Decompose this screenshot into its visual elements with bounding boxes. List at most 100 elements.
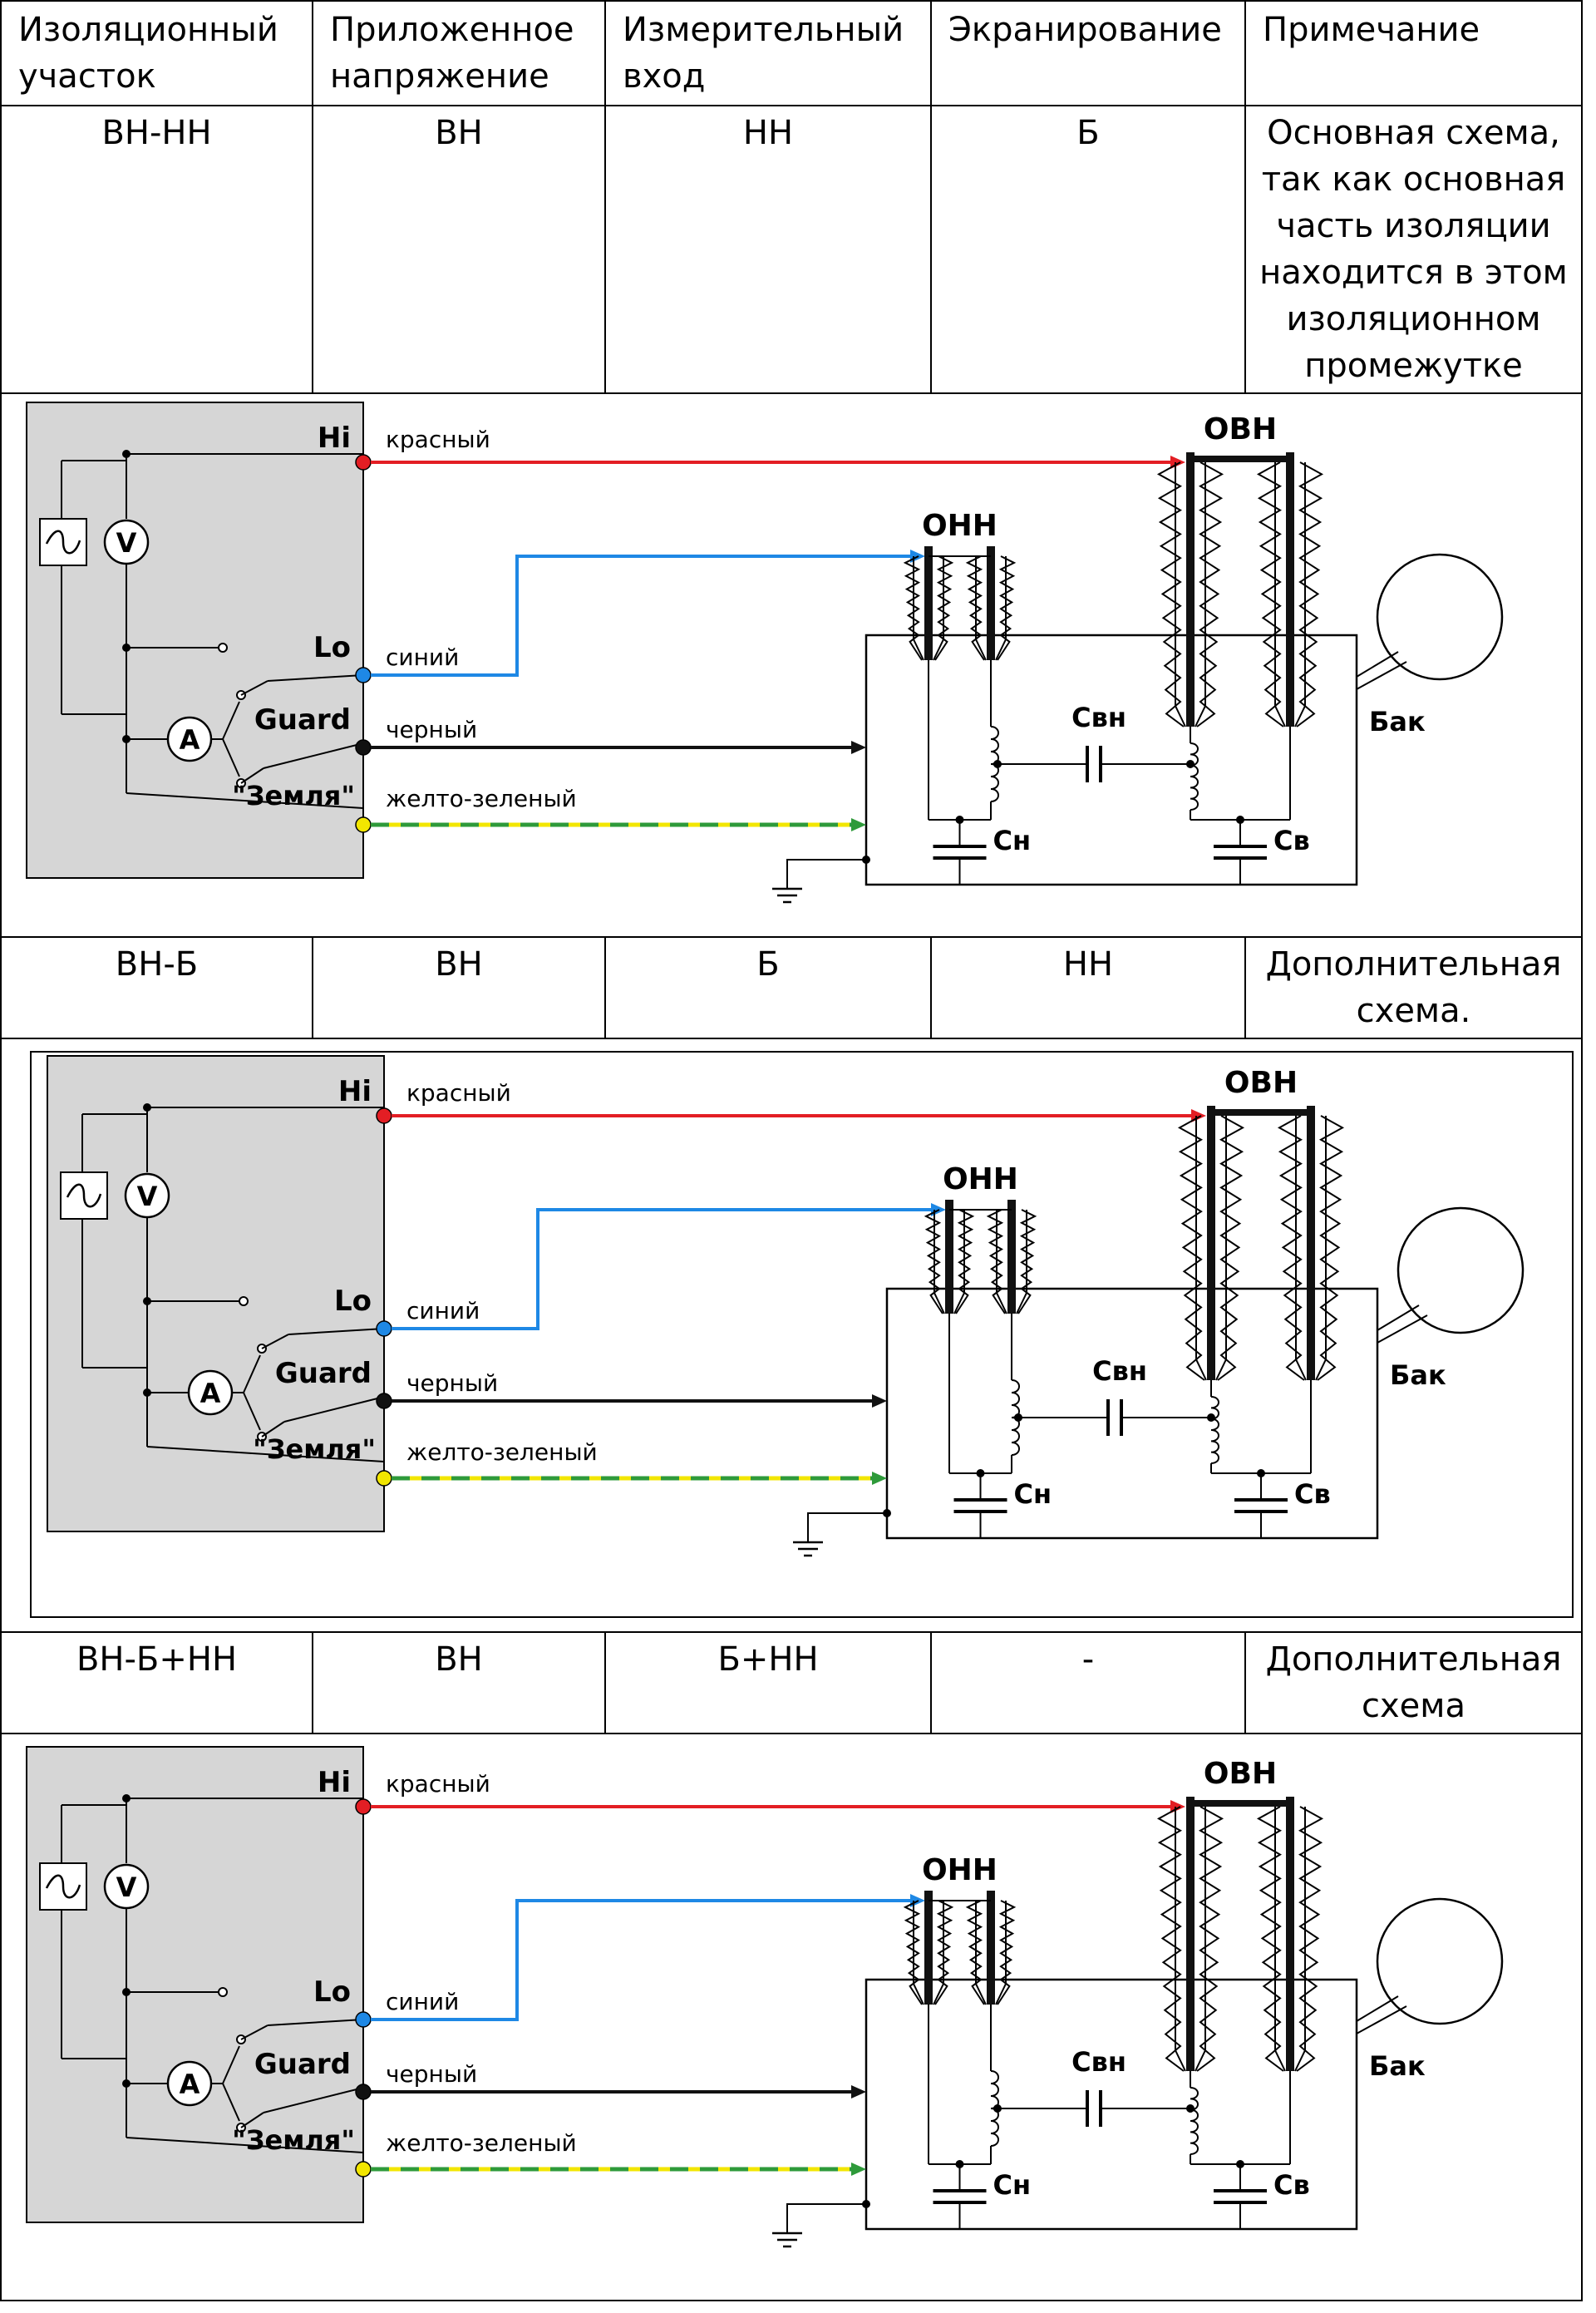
hv-bushing-label: ОВН: [1224, 1066, 1298, 1100]
instrument-panel: [26, 1746, 364, 2223]
terminal-ground-label: "Земля": [253, 1433, 376, 1465]
terminal-hi-label: Hi: [338, 1075, 372, 1108]
terminal-hi-dot: [376, 1107, 392, 1124]
bushing-shell: [1315, 1116, 1327, 1381]
bushing-fins-right: [1196, 1806, 1224, 2072]
cap-cn-label: Сн: [993, 825, 1032, 856]
hv-winding-coil: [1190, 742, 1199, 811]
hv-winding-coil: [1190, 2087, 1199, 2155]
conservator-icon: [1376, 553, 1504, 681]
coil-turns: [1190, 2087, 1199, 2155]
bushing-fins-left: [1256, 1806, 1284, 2072]
transformer-tank: [864, 1978, 1358, 2231]
bushing-rod: [924, 546, 933, 660]
junction-dot: [862, 856, 870, 864]
wire-blue: [392, 1208, 933, 1330]
circuit-group: VAHiLoGuard"Земля"красныйсинийчерныйжелт…: [26, 1746, 1504, 2248]
tank-pipe: [1356, 2005, 1407, 2034]
cell-section: ВН-НН: [0, 105, 313, 394]
bushing-shell: [1195, 1116, 1207, 1381]
hv-bushing-bar: [1186, 456, 1294, 462]
bushing-shell: [975, 556, 987, 661]
panel-wire: [126, 2137, 364, 2153]
bushing-shell: [1274, 462, 1286, 727]
lv-winding-coil: [1011, 1379, 1020, 1456]
cell-voltage: ВН: [312, 936, 606, 1039]
tank-label: Бак: [1369, 2050, 1426, 2082]
bushing-rod: [1186, 1797, 1195, 2071]
panel-wire: [263, 2087, 364, 2113]
wire-blue-label: синий: [386, 1988, 459, 2015]
switch-lever: [243, 1354, 261, 1393]
wire-yellowgreen-label: желто-зеленый: [386, 785, 577, 812]
bushing-shell: [1175, 1807, 1186, 2072]
table-row: ВН-Б ВН Б НН Дополнительная схема.: [0, 936, 1583, 1039]
hv-winding-coil: [1210, 1396, 1219, 1464]
bushing-shell: [1195, 1807, 1206, 2072]
terminal-hi-dot: [355, 1798, 372, 1815]
wire-yellowgreen-arrow: [872, 1472, 887, 1485]
wire-black-arrow: [872, 1394, 887, 1408]
coil-turns: [1190, 742, 1199, 811]
panel-wire: [240, 2024, 268, 2040]
panel-wire: [240, 680, 268, 696]
bushing-fins-left: [1156, 461, 1185, 727]
cap-cn-label: Сн: [1014, 1478, 1052, 1510]
hv-bushing: [1256, 452, 1324, 727]
sine-wave: [66, 1183, 102, 1208]
wire-yellowgreen-arrow: [851, 2163, 866, 2176]
terminal-hi-label: Hi: [318, 422, 351, 455]
cell-input: НН: [604, 105, 932, 394]
bushing-shell: [1274, 1807, 1286, 2072]
switch-lever: [222, 2045, 240, 2084]
cell-note: Дополнительная схема.: [1244, 936, 1583, 1039]
ground-wire: [786, 859, 866, 889]
lv-bushing: [965, 546, 1017, 661]
wire-blue-label: синий: [386, 644, 459, 671]
lv-bushing: [986, 1200, 1037, 1314]
voltmeter-label: V: [137, 1181, 158, 1212]
lv-winding-coil: [990, 2070, 999, 2147]
bushing-fins-left: [1156, 1806, 1185, 2072]
bushing-shell: [1294, 1807, 1306, 2072]
bushing-rod: [1186, 452, 1195, 727]
panel-wire: [261, 1421, 285, 1438]
terminal-lo-label: Lo: [334, 1285, 372, 1318]
bushing-rod: [1286, 452, 1294, 727]
cell-voltage: ВН: [312, 105, 606, 394]
panel-wire: [267, 674, 364, 682]
bushing-shell: [996, 1210, 1007, 1314]
bushing-fins-right: [1296, 1806, 1324, 2072]
terminal-lo-dot: [355, 667, 372, 683]
header-row: Изоляционный участок Приложенное напряже…: [0, 0, 1583, 106]
bushing-shell: [1294, 462, 1306, 727]
circuit-group: VAHiLoGuard"Земля"красныйсинийчерныйжелт…: [30, 1051, 1574, 1618]
wire-yellowgreen-label: желто-зеленый: [386, 2129, 577, 2157]
ammeter-label: A: [180, 724, 200, 756]
wire-red-label: красный: [386, 426, 490, 453]
bushing-shell: [953, 1210, 965, 1314]
panel-wire: [288, 1328, 385, 1335]
wire-blue: [371, 555, 912, 677]
header-input: Измерительный вход: [604, 0, 932, 106]
hv-bushing: [1256, 1797, 1324, 2072]
cell-section: ВН-Б+НН: [0, 1631, 313, 1734]
cell-shield: Б: [930, 105, 1246, 394]
conservator-icon: [1396, 1206, 1525, 1334]
tank-label: Бак: [1369, 706, 1426, 737]
bushing-shell: [933, 1901, 944, 2005]
bushing-fins-left: [1277, 1115, 1305, 1381]
wire-black-arrow: [851, 2085, 866, 2098]
circuit-group: VAHiLoGuard"Земля"красныйсинийчерныйжелт…: [26, 402, 1504, 904]
wire-black-label: черный: [406, 1369, 498, 1397]
bushing-shell: [933, 556, 944, 661]
wire-yellowgreen-label: желто-зеленый: [406, 1438, 598, 1466]
terminal-guard-dot: [355, 2084, 372, 2100]
terminal-guard-label: Guard: [254, 703, 351, 737]
header-note: Примечание: [1244, 0, 1583, 106]
terminal-ground-label: "Земля": [232, 2124, 355, 2156]
cell-note: Дополнительная схема: [1244, 1631, 1583, 1734]
